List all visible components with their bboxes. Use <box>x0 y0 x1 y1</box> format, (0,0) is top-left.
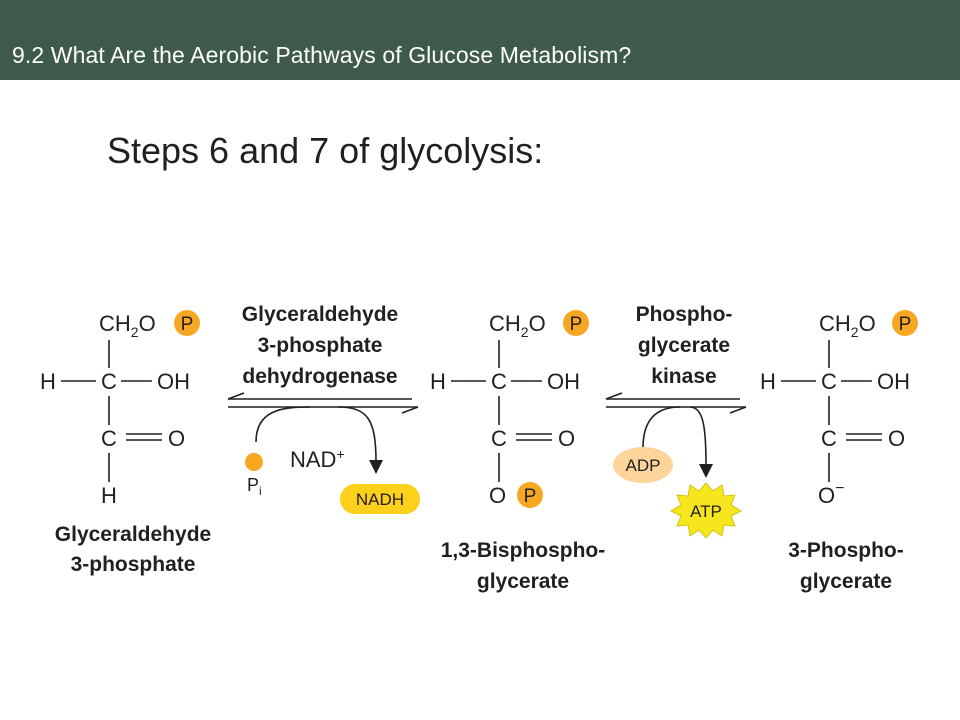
reaction-arrow-2 <box>605 392 747 478</box>
phosphate-label: P <box>181 314 194 335</box>
phosphate-label: P <box>570 314 583 335</box>
ch2o-group: CH2O <box>489 311 546 340</box>
phosphate-icon <box>892 310 918 336</box>
atp-label: ATP <box>690 502 722 521</box>
atp-exit-curve <box>689 406 707 467</box>
nad-plus-label: NAD+ <box>290 446 345 472</box>
phosphate-icon <box>517 482 543 508</box>
slide-header: 9.2 What Are the Aerobic Pathways of Glu… <box>0 0 960 80</box>
adp-label: ADP <box>626 456 661 475</box>
molecule-1-3-bisphosphoglycerate: CH2O P C H OH C O O P 1,3-Bisphospho- gl… <box>430 310 605 593</box>
molecule-name-line1: 1,3-Bisphospho- <box>441 539 606 562</box>
carbon-2: C <box>821 369 837 394</box>
phosphate-icon <box>174 310 200 336</box>
ch2o-group: CH2O <box>819 311 876 340</box>
enzyme-name-line2: 3-phosphate <box>258 334 383 357</box>
carboxylate-oxygen: O− <box>818 480 844 508</box>
carbonyl-oxygen: O <box>558 426 575 451</box>
cofactors-reaction-1: Pi NAD+ NADH <box>245 446 420 514</box>
enzyme-name-line3: kinase <box>651 365 716 388</box>
molecule-glyceraldehyde-3-phosphate: CH2O P C H OH C O H Glyceraldehyde 3-pho… <box>40 310 211 576</box>
enzyme-phosphoglycerate-kinase: Phospho- glycerate kinase <box>636 303 733 388</box>
arrowhead-down <box>369 460 383 474</box>
pi-entry-curve <box>255 406 311 443</box>
reverse-arrow-head <box>605 392 623 400</box>
header-title: 9.2 What Are the Aerobic Pathways of Glu… <box>12 42 632 68</box>
molecule-name-line1: Glyceraldehyde <box>55 523 211 546</box>
hydrogen-left: H <box>40 369 56 394</box>
phosphate-dot-icon <box>245 453 263 471</box>
reaction-arrow-1 <box>227 392 419 474</box>
reverse-arrow-head <box>227 392 245 400</box>
acyl-oxygen: O <box>489 483 506 508</box>
carbon-2: C <box>491 369 507 394</box>
phosphate-label: P <box>899 314 912 335</box>
nadh-exit-curve <box>337 406 377 463</box>
phosphate-icon <box>563 310 589 336</box>
hydrogen-aldehyde: H <box>101 483 117 508</box>
hydroxyl: OH <box>157 369 190 394</box>
forward-arrow-head <box>401 406 419 414</box>
enzyme-name-line2: glycerate <box>638 334 730 357</box>
nadh-label: NADH <box>356 490 404 509</box>
carbon-1: C <box>491 426 507 451</box>
enzyme-name-line3: dehydrogenase <box>242 365 397 388</box>
atp-burst-icon <box>670 482 742 539</box>
molecule-name-line2: glycerate <box>800 570 892 593</box>
cofactors-reaction-2: ADP ATP <box>613 447 742 539</box>
hydroxyl: OH <box>877 369 910 394</box>
phosphate-label: P <box>524 486 537 507</box>
carbon-1: C <box>821 426 837 451</box>
forward-arrow-head <box>729 406 747 414</box>
carbonyl-oxygen: O <box>168 426 185 451</box>
inorganic-phosphate-label: Pi <box>247 475 262 498</box>
slide-subtitle: Steps 6 and 7 of glycolysis: <box>107 130 544 171</box>
molecule-name-line1: 3-Phospho- <box>788 539 904 562</box>
molecule-3-phosphoglycerate: CH2O P C H OH C O O− 3-Phospho- glycerat… <box>760 310 918 593</box>
carbonyl-oxygen: O <box>888 426 905 451</box>
nadh-badge <box>340 484 420 514</box>
hydroxyl: OH <box>547 369 580 394</box>
ch2o-group: CH2O <box>99 311 156 340</box>
hydrogen-left: H <box>760 369 776 394</box>
adp-badge <box>613 447 673 483</box>
carbon-1: C <box>101 426 117 451</box>
molecule-name-line2: 3-phosphate <box>71 553 196 576</box>
enzyme-name-line1: Phospho- <box>636 303 733 326</box>
hydrogen-left: H <box>430 369 446 394</box>
molecule-name-line2: glycerate <box>477 570 569 593</box>
carbon-2: C <box>101 369 117 394</box>
enzyme-glyceraldehyde-3-phosphate-dehydrogenase: Glyceraldehyde 3-phosphate dehydrogenase <box>242 303 398 388</box>
enzyme-name-line1: Glyceraldehyde <box>242 303 398 326</box>
arrowhead-down <box>699 464 713 478</box>
adp-entry-curve <box>642 406 681 449</box>
